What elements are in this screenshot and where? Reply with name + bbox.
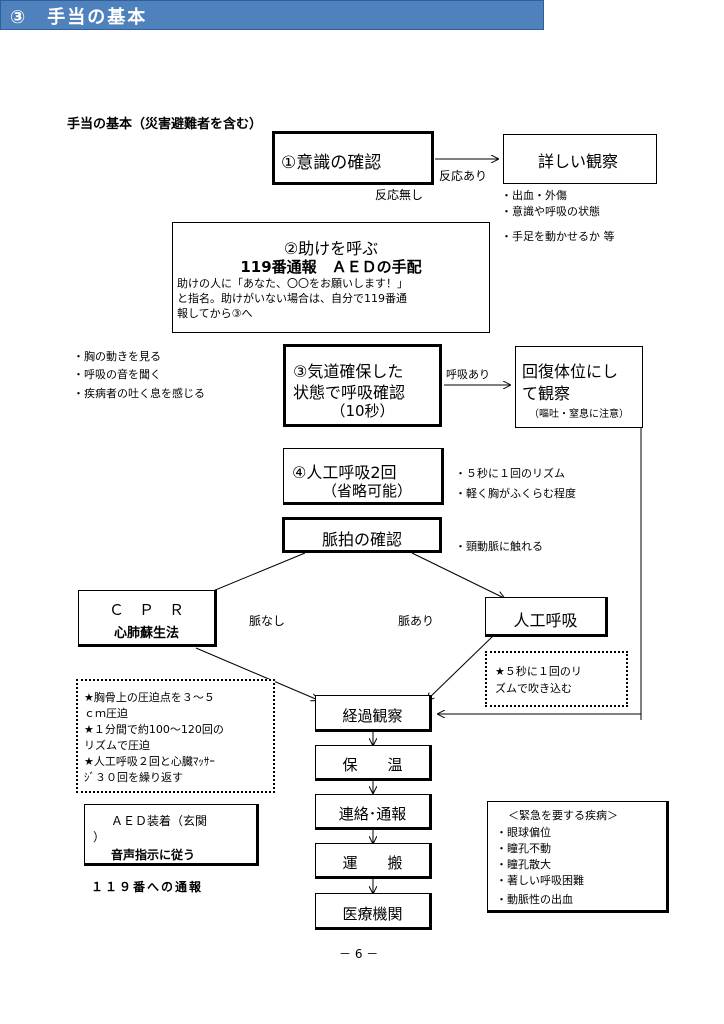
step-label: 連絡･通報 (338, 805, 407, 823)
emergency-item: ・著しい呼吸困難 (496, 874, 584, 887)
pulse-no-label: 脈なし (249, 614, 286, 628)
call-help-body: と指名。助けがいない場合は、自分で119番通 (177, 292, 407, 305)
step-label: 医療機関 (342, 905, 403, 923)
aed-line3: 音声指示に従う (111, 848, 196, 862)
artificial-line2: （省略可能） (322, 482, 413, 500)
page-number: － 6 － (339, 947, 379, 961)
call-help-body: 助けの人に「あなた、〇〇をお願いします！」 (177, 277, 408, 290)
step-box: 経過観察 (315, 695, 432, 732)
cpr-note: ★人工呼吸２回と心臓ﾏｯｻｰ (84, 755, 215, 768)
step-box: 医療機関 (315, 893, 432, 930)
step-box: 保 温 (315, 745, 432, 781)
emergency-item: ・眼球偏位 (496, 826, 551, 839)
call-help-body: 報してから③へ (177, 307, 253, 320)
artificial-note: ・軽く胸がふくらむ程度 (455, 487, 576, 500)
airway-note: ・胸の動きを見る (73, 350, 161, 363)
cpr-line1: Ｃ Ｐ Ｒ (108, 601, 184, 619)
aed-line1: ＡＥＤ装着（玄関 (111, 814, 208, 828)
emergency-item: ・瞳孔不動 (496, 842, 551, 855)
call-119-label: １１９番への通報 (91, 880, 204, 894)
emergency-item: ・動脈性の出血 (496, 893, 573, 906)
cpr-notes-box: ★胸骨上の圧迫点を３～５ ｃｍ圧迫 ★１分間で約100～120回の リズムで圧迫… (76, 679, 275, 793)
artificial-note: ・５秒に１回のリズム (455, 467, 565, 480)
cpr-note: リズムで圧迫 (84, 739, 150, 752)
detail-note: ・手足を動かせるか 等 (501, 230, 615, 243)
detail-note: ・出血・外傷 (501, 189, 567, 202)
response-yes-label: 反応あり (439, 169, 488, 183)
emergency-box: ＜緊急を要する疾病＞ ・眼球偏位 ・瞳孔不動 ・瞳孔散大 ・著しい呼吸困難 ・動… (487, 801, 669, 913)
aed-line2: ） (93, 830, 106, 844)
pulse-note: ・頸動脈に触れる (455, 540, 543, 553)
response-no-label: 反応無し (375, 188, 424, 202)
step-label: 保 温 (342, 756, 403, 774)
emergency-title: ＜緊急を要する疾病＞ (508, 809, 618, 822)
call-help-title: ②助けを呼ぶ (283, 239, 379, 258)
cpr-note: ｃｍ圧迫 (84, 707, 128, 720)
page-subtitle: 手当の基本（災害避難者を含む） (67, 117, 263, 132)
airway-line2: 状態で呼吸確認 (293, 383, 406, 402)
step-box: 連絡･通報 (315, 794, 432, 830)
airway-note: ・呼吸の音を聞く (73, 368, 161, 381)
rescue-note: ズムで吹き込む (495, 682, 572, 695)
recovery-note: （嘔吐・窒息に注意） (529, 409, 629, 420)
aed-box: ＡＥＤ装着（玄関 ） 音声指示に従う (84, 804, 259, 866)
recovery-line1: 回復体位にし (522, 362, 619, 381)
airway-line1: ③気道確保した (293, 362, 404, 381)
section-title: ③ 手当の基本 (10, 7, 148, 28)
pulse-yes-label: 脈あり (398, 614, 435, 628)
rescue-note: ★５秒に１回のリ (495, 665, 582, 678)
pulse-check-box: 脈拍の確認 (282, 517, 442, 553)
call-help-box: ②助けを呼ぶ 119番通報 ＡＥＤの手配 助けの人に「あなた、〇〇をお願いします… (172, 222, 490, 333)
airway-check-box: ③気道確保した 状態で呼吸確認 （10秒） (283, 344, 442, 427)
cpr-note: ｼﾞ３０回を繰り返す (84, 771, 183, 784)
breathing-yes-label: 呼吸あり (446, 368, 490, 381)
rescue-note-box: ★５秒に１回のリ ズムで吹き込む (485, 651, 628, 707)
detail-note: ・意識や呼吸の状態 (501, 205, 600, 218)
recovery-line2: て観察 (522, 384, 571, 403)
cpr-line2: 心肺蘇生法 (113, 626, 179, 641)
consciousness-label: ①意識の確認 (281, 153, 382, 173)
call-help-subtitle: 119番通報 ＡＥＤの手配 (240, 258, 422, 276)
airway-note: ・疾病者の吐く息を感じる (73, 387, 205, 400)
cpr-note: ★１分間で約100～120回の (84, 723, 224, 736)
cpr-note: ★胸骨上の圧迫点を３～５ (84, 691, 215, 704)
rescue-breathing-box: 人工呼吸 (485, 597, 608, 637)
artificial-line1: ④人工呼吸2回 (292, 463, 397, 482)
cpr-box: Ｃ Ｐ Ｒ 心肺蘇生法 (78, 590, 217, 647)
section-banner: ③ 手当の基本 (0, 0, 544, 30)
rescue-label: 人工呼吸 (513, 611, 578, 630)
artificial-breath-box: ④人工呼吸2回 （省略可能） (283, 448, 444, 505)
airway-line3: （10秒） (330, 402, 395, 420)
emergency-item: ・瞳孔散大 (496, 858, 551, 871)
recovery-position-box: 回復体位にし て観察 （嘔吐・窒息に注意） (515, 346, 643, 428)
pulse-label: 脈拍の確認 (321, 530, 402, 549)
detail-label: 詳しい観察 (538, 152, 619, 171)
step-label: 運 搬 (342, 854, 403, 872)
step-label: 経過観察 (342, 707, 403, 725)
step-box: 運 搬 (315, 843, 432, 879)
consciousness-check-box: ①意識の確認 (272, 131, 434, 185)
detail-observation-box: 詳しい観察 (503, 134, 657, 184)
